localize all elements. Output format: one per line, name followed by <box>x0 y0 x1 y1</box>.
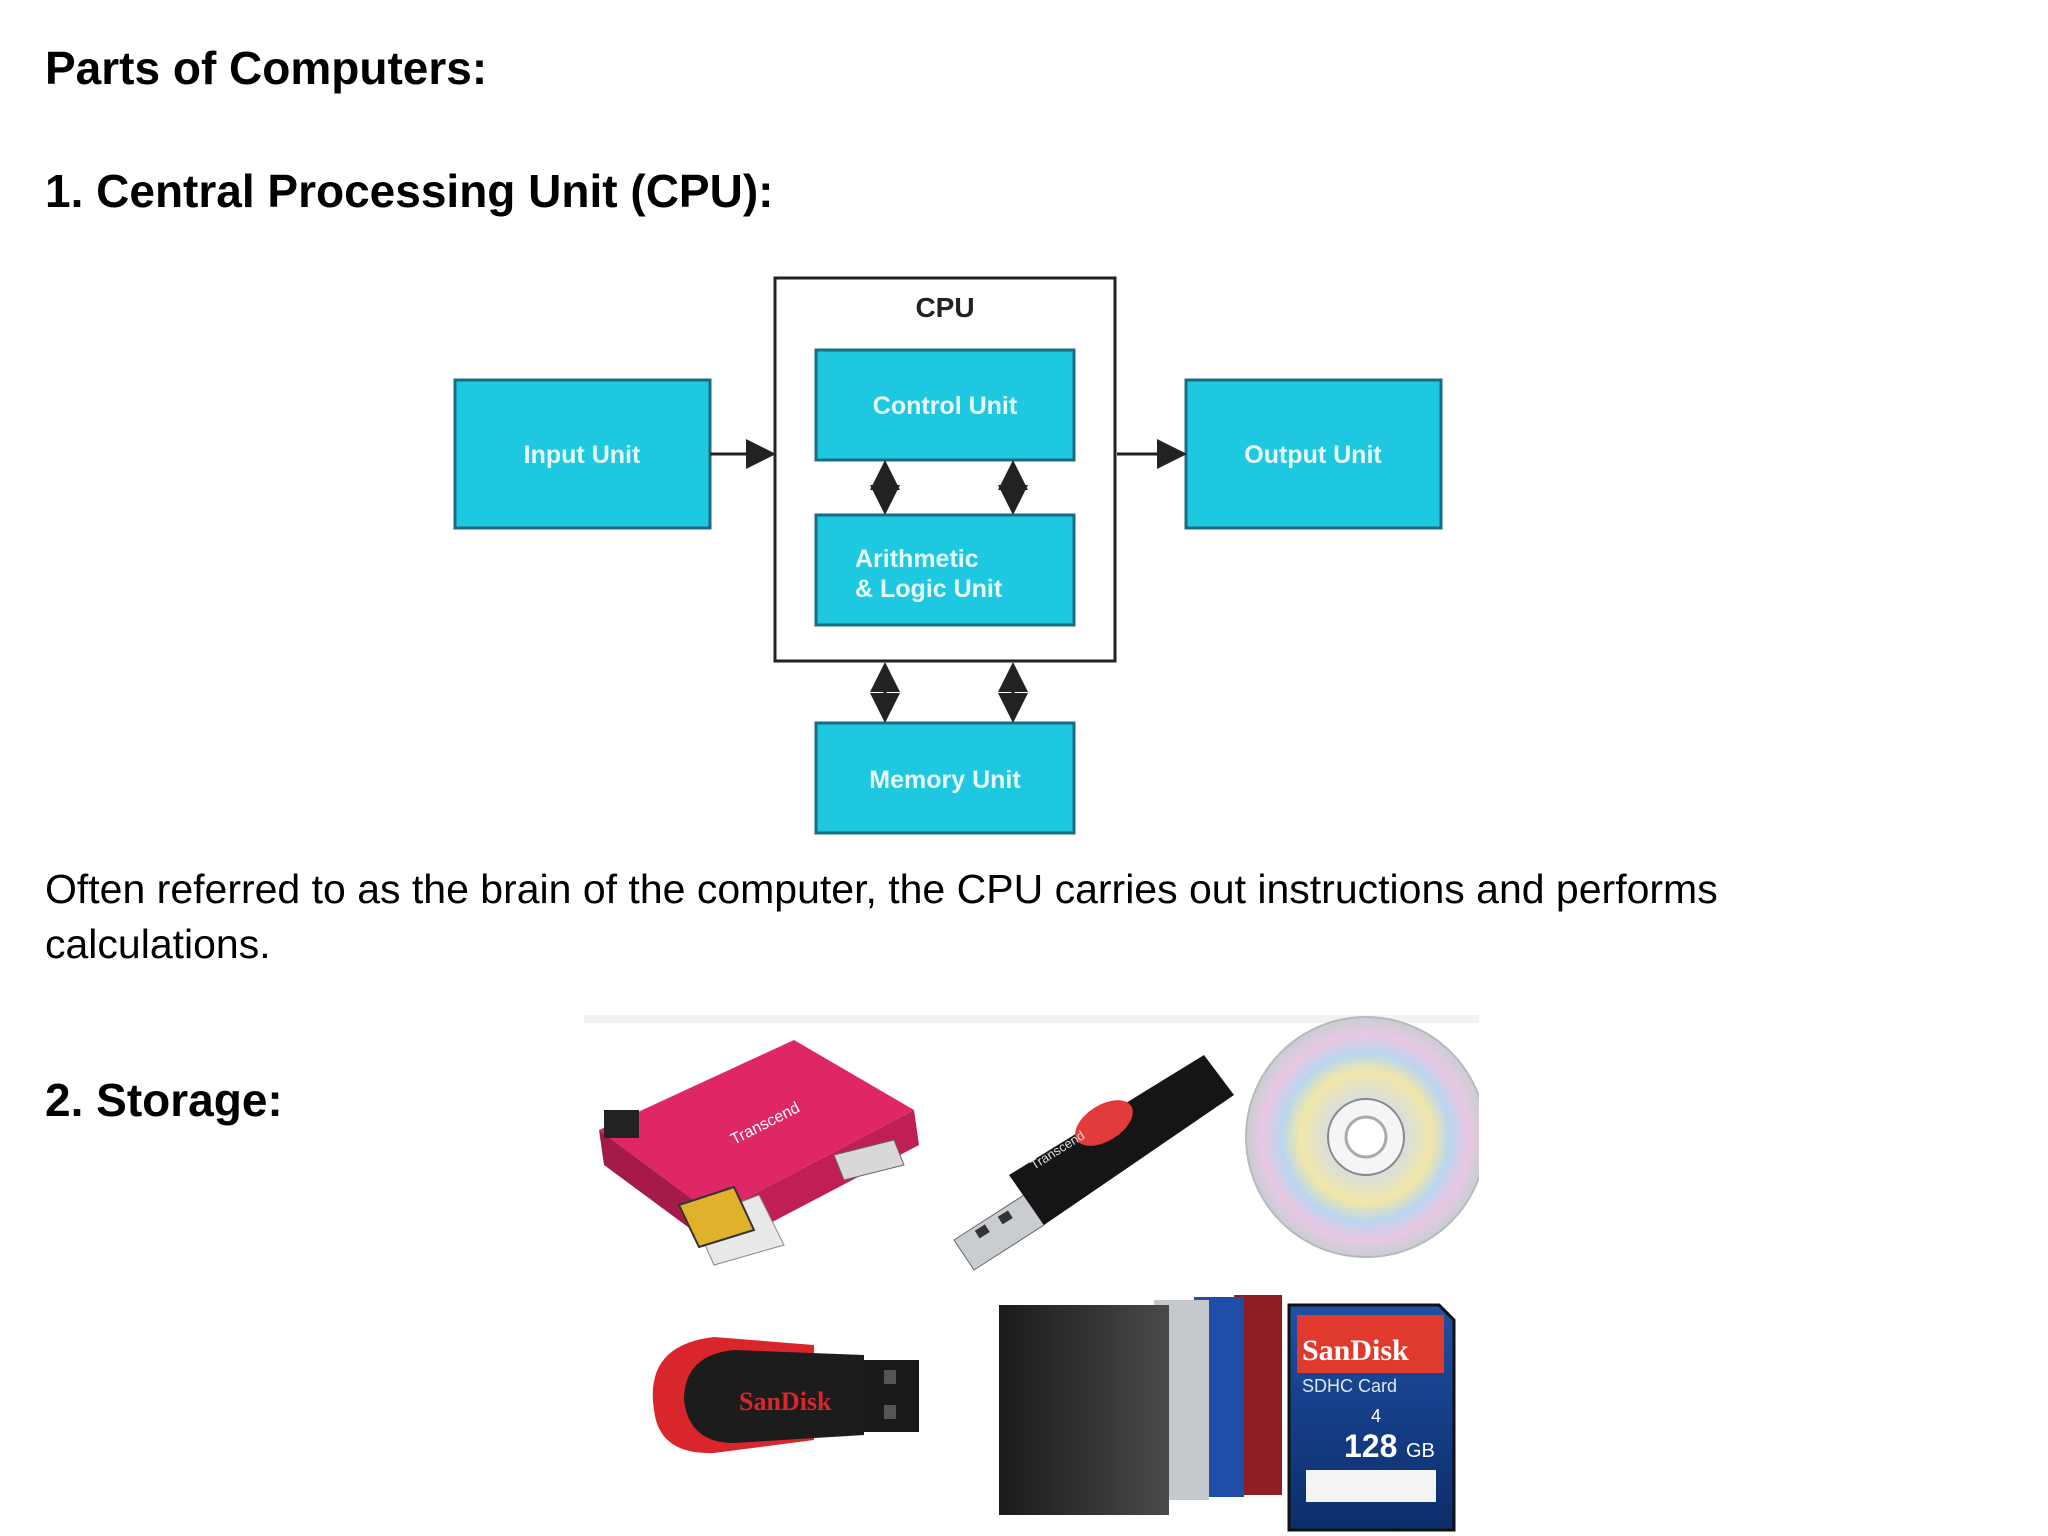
input-unit-box <box>453 378 712 530</box>
sd-type: SDHC Card <box>1302 1376 1397 1396</box>
memory-unit-label: Memory Unit <box>869 766 1021 794</box>
sd-unit: GB <box>1406 1440 1435 1462</box>
sd-brand: SanDisk <box>1302 1334 1409 1367</box>
alu-label-line2: & Logic Unit <box>855 575 1003 603</box>
cpu-description: Often referred to as the brain of the co… <box>45 866 1718 967</box>
sd-card-image: SanDisk SDHC Card 4 128 GB <box>1287 1303 1456 1532</box>
storage-devices-photo: Transcend Transcend SanDisk SanDisk SDH <box>584 1015 1479 1536</box>
output-unit-box <box>1184 378 1443 530</box>
card-reader-image: Transcend <box>599 1040 919 1266</box>
section-heading-cpu: 1. Central Processing Unit (CPU): <box>45 165 774 217</box>
alu-box <box>814 513 1076 627</box>
sandisk-flash-image: SanDisk <box>652 1337 919 1454</box>
usb-drive-image: Transcend <box>953 1055 1234 1271</box>
sd-class: 4 <box>1371 1406 1381 1426</box>
memory-unit-box <box>814 721 1076 835</box>
output-unit-label: Output Unit <box>1244 441 1382 469</box>
input-unit-label: Input Unit <box>524 441 641 469</box>
cpu-label: CPU <box>915 292 974 323</box>
external-hdd-image <box>999 1295 1282 1515</box>
control-unit-label: Control Unit <box>873 392 1018 420</box>
control-unit-box <box>814 348 1076 462</box>
alu-label-line1: Arithmetic <box>855 545 979 573</box>
cpu-block-diagram: CPU Input Unit Control Unit Arithmetic &… <box>453 276 1443 835</box>
flash-brand: SanDisk <box>739 1387 832 1416</box>
page-title: Parts of Computers: <box>45 42 488 94</box>
section-heading-storage: 2. Storage: <box>45 1074 283 1126</box>
cd-disc-image <box>1245 1016 1479 1258</box>
sd-capacity: 128 <box>1344 1428 1397 1464</box>
